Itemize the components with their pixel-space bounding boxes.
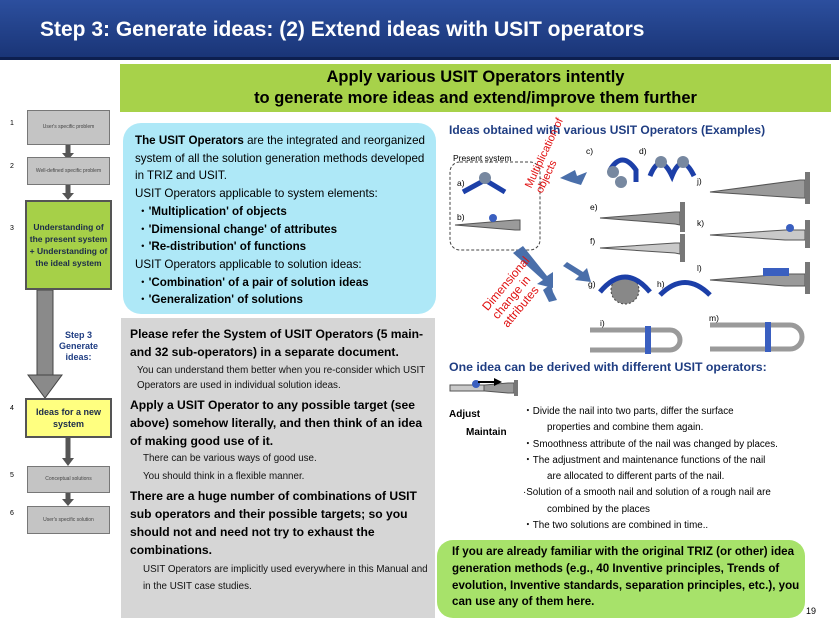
flow-num-2: 2 [10, 163, 14, 170]
flow-num-4: 4 [10, 405, 14, 412]
banner: Apply various USIT Operators intently to… [120, 64, 831, 112]
guidance-p3: Apply a USIT Operator to any possible ta… [130, 398, 423, 448]
bullet-line: are allocated to different parts of the … [547, 471, 725, 483]
flow-step-3: Understanding of the present system + Un… [25, 200, 112, 290]
bullet-line: properties and combine them again. [547, 422, 704, 434]
sol-heading: USIT Operators applicable to solution id… [135, 257, 362, 271]
item-label: a) [457, 178, 465, 188]
flow-num-3: 3 [10, 225, 14, 232]
split-nail-illustration [449, 378, 518, 396]
item-label: c) [586, 146, 594, 156]
examples-illustration [449, 156, 810, 354]
guidance-p4b: You should think in a flexible manner. [143, 471, 305, 482]
banner-line-1: Apply various USIT Operators intently [326, 68, 625, 86]
sol-item: 'Generalization' of solutions [148, 293, 303, 307]
present-system-label: Present system [453, 153, 512, 163]
bullet-line: ・Smoothness attribute of the nail was ch… [523, 438, 778, 450]
intro-bold: The USIT Operators [135, 134, 244, 147]
sys-item: 'Re-distribution' of functions [148, 240, 307, 254]
item-label: f) [590, 236, 596, 246]
flow-num-1: 1 [10, 120, 14, 127]
sol-item: 'Combination' of a pair of solution idea… [148, 275, 369, 289]
item-label: m) [709, 313, 719, 323]
bullet-line: ・The adjustment and maintenance function… [523, 454, 766, 466]
flow-step-4: Ideas for a new system [25, 398, 112, 438]
guidance-p5: There are a huge number of combinations … [130, 489, 417, 557]
step3-label: Step 3 Generate ideas: [58, 330, 99, 362]
item-label: i) [600, 318, 605, 328]
adjust-label: Adjust [449, 409, 481, 420]
item-label: h) [657, 279, 665, 289]
usit-operators-box: The USIT Operators are the integrated an… [123, 123, 436, 314]
page-number: 19 [806, 606, 817, 616]
bullet-line: ・Divide the nail into two parts, differ … [523, 406, 734, 417]
bullet-line: combined by the places [547, 503, 650, 515]
item-label: b) [457, 212, 465, 222]
sys-heading: USIT Operators applicable to system elem… [135, 187, 378, 201]
flow-arrows [27, 145, 74, 506]
sys-item: 'Multiplication' of objects [148, 204, 287, 218]
flow-step-2: Well-defined specific problem [27, 157, 110, 185]
sys-item: 'Dimensional change' of attributes [148, 222, 338, 236]
title-bar [0, 0, 839, 60]
derived-heading: One idea can be derived with different U… [449, 360, 767, 374]
guidance-p4a: There can be various ways of good use. [143, 453, 317, 464]
flow-num-5: 5 [10, 472, 14, 479]
triz-note: If you are already familiar with the ori… [437, 540, 805, 618]
banner-line-2: to generate more ideas and extend/improv… [254, 89, 697, 107]
flow-step-6: User's specific solution [27, 506, 110, 534]
maintain-label: Maintain [466, 427, 507, 438]
item-label: l) [697, 263, 702, 273]
item-label: d) [639, 146, 647, 156]
bullet-line: ・The two solutions are combined in time.… [523, 520, 709, 532]
guidance-p2: You can understand them better when you … [137, 365, 426, 391]
flow-step-1: User's specific problem [27, 110, 110, 145]
examples-heading: Ideas obtained with various USIT Operato… [449, 123, 766, 137]
item-label: g) [588, 279, 596, 289]
item-label: k) [697, 218, 705, 228]
guidance-box: Please refer the System of USIT Operator… [121, 318, 435, 618]
page-title: Step 3: Generate ideas: (2) Extend ideas… [40, 18, 645, 41]
bullet-line: ·Solution of a smooth nail and solution … [523, 487, 771, 499]
guidance-p1: Please refer the System of USIT Operator… [130, 327, 424, 359]
flow-step-5: Conceptual solutions [27, 466, 110, 493]
flow-num-6: 6 [10, 510, 14, 517]
guidance-p6: USIT Operators are implicitly used every… [143, 564, 428, 592]
item-label: j) [697, 176, 702, 186]
item-label: e) [590, 202, 598, 212]
derived-bullets: ・Divide the nail into two parts, differ … [523, 404, 823, 534]
intro-text: are the integrated and reorganized syste… [135, 134, 425, 183]
